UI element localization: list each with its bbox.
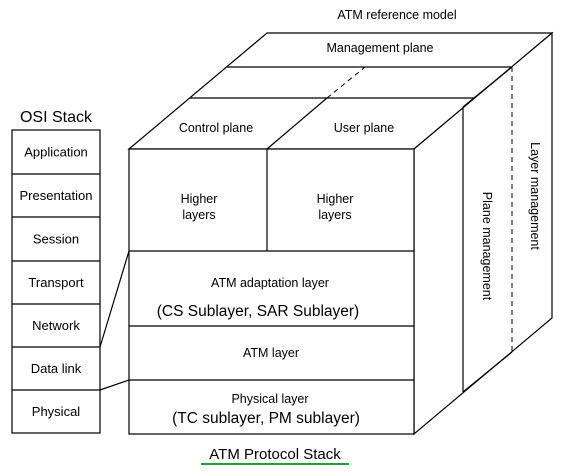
osi-layer-transport: Transport [28,275,84,290]
connector-network-to-aal [99,250,130,348]
control-plane-label: Control plane [179,121,253,135]
higher-layers-user-line2: layers [318,208,351,222]
aal-label: ATM adaptation layer [211,276,329,290]
physical-layer-label: Physical layer [231,392,308,406]
user-plane-label: User plane [334,121,394,135]
top-hidden-edge [326,66,366,99]
osi-layer-data-link: Data link [31,361,82,376]
higher-layers-control-line1: Higher [181,192,218,206]
osi-stack-title: OSI Stack [20,109,93,126]
connector-datalink-to-physical [99,379,130,391]
osi-layer-session: Session [33,232,79,247]
right-bottom-link [462,351,513,393]
management-plane-label: Management plane [326,41,433,55]
osi-layer-network: Network [32,318,80,333]
osi-dividers [12,173,100,391]
higher-layers-control-line2: layers [182,208,215,222]
plane-management-label: Plane management [480,192,494,301]
cube-front-face [128,148,415,435]
aal-sublayers-label: (CS Sublayer, SAR Sublayer) [157,303,359,320]
osi-layer-labels: ApplicationPresentationSessionTransportN… [20,145,93,420]
osi-layer-application: Application [24,145,88,160]
diagram-title: ATM reference model [337,8,456,22]
higher-layers-user-line1: Higher [317,192,354,206]
atm-layer-label: ATM layer [243,346,299,360]
osi-layer-presentation: Presentation [20,188,93,203]
osi-stack-box [11,129,101,434]
top-divider-plane [266,97,328,150]
atm-protocol-stack-caption: ATM Protocol Stack [209,446,341,463]
layer-management-label: Layer management [528,142,542,250]
osi-layer-physical: Physical [32,404,81,419]
right-top-link [462,66,513,108]
physical-sublayers-label: (TC sublayer, PM sublayer) [172,410,360,427]
